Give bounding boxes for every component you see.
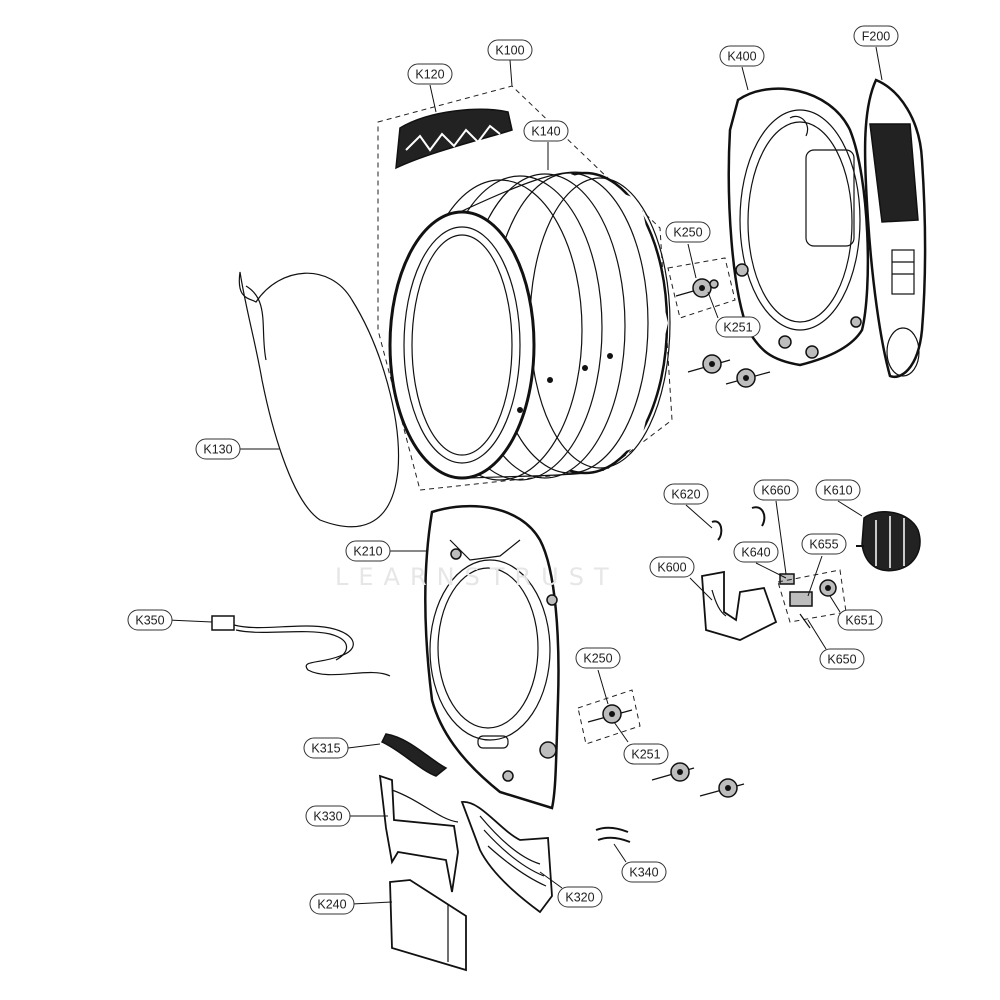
part-k651-k650-idler xyxy=(777,569,847,629)
callout-label: K250 xyxy=(583,652,612,666)
callout-k140: K140 xyxy=(523,120,569,142)
part-k140-drum xyxy=(388,170,671,481)
callout-f200: F200 xyxy=(853,25,899,47)
callout-label: K240 xyxy=(317,898,346,912)
callout-label: K340 xyxy=(629,866,658,880)
watermark-text: LEARNSTRUST xyxy=(335,563,619,591)
callout-label: K620 xyxy=(671,488,700,502)
callout-label: K100 xyxy=(495,44,524,58)
callout-k315: K315 xyxy=(303,737,349,759)
callout-label: K655 xyxy=(809,538,838,552)
part-k640-k655-pulley xyxy=(779,573,813,607)
part-k400-rear-bulkhead xyxy=(727,87,870,367)
callout-label: K315 xyxy=(311,742,340,756)
callout-k240: K240 xyxy=(309,893,355,915)
callout-label: K640 xyxy=(741,546,770,560)
callout-label: K400 xyxy=(727,50,756,64)
callout-k651: K651 xyxy=(837,609,883,631)
callout-label: K130 xyxy=(203,443,232,457)
callout-label: K251 xyxy=(723,321,752,335)
callout-k120: K120 xyxy=(407,63,453,85)
part-k250-roller-upper xyxy=(667,257,736,319)
part-k315-seal xyxy=(380,733,448,777)
callout-k320: K320 xyxy=(557,886,603,908)
part-k330-bracket xyxy=(378,774,459,893)
callout-k650: K650 xyxy=(819,648,865,670)
callout-k250-upper: K250 xyxy=(665,221,711,243)
part-k250-roller-lower xyxy=(577,689,641,745)
callout-label: K320 xyxy=(565,891,594,905)
callout-k330: K330 xyxy=(305,805,351,827)
callout-label: K610 xyxy=(823,484,852,498)
callout-label: K350 xyxy=(135,614,164,628)
callout-k640: K640 xyxy=(733,541,779,563)
callout-k340: K340 xyxy=(621,861,667,883)
callout-k610: K610 xyxy=(815,479,861,501)
part-k350-wire-harness xyxy=(211,615,391,677)
callout-label: K120 xyxy=(415,68,444,82)
part-roller-set-upper xyxy=(687,354,771,388)
callout-k350: K350 xyxy=(127,609,173,631)
callout-label: K250 xyxy=(673,226,702,240)
part-k340-springs xyxy=(595,826,631,843)
callout-k600: K600 xyxy=(649,556,695,578)
part-k120-baffle xyxy=(395,108,513,170)
part-k620-clip xyxy=(711,520,723,541)
callout-k660: K660 xyxy=(753,479,799,501)
callout-label: K660 xyxy=(761,484,790,498)
part-k240-panel xyxy=(389,879,467,972)
leader-lines xyxy=(167,46,883,905)
callout-label: K330 xyxy=(313,810,342,824)
callout-k620: K620 xyxy=(663,483,709,505)
callout-k130: K130 xyxy=(195,438,241,460)
callout-k655: K655 xyxy=(801,533,847,555)
part-k660-clip xyxy=(751,506,766,527)
callout-k251-upper: K251 xyxy=(715,316,761,338)
part-roller-set-lower xyxy=(651,762,745,798)
callout-label: F200 xyxy=(862,30,891,44)
callout-k210: K210 xyxy=(345,540,391,562)
callout-label: K140 xyxy=(531,125,560,139)
part-k610-motor xyxy=(856,511,921,572)
callout-k100: K100 xyxy=(487,39,533,61)
part-k130-felt-seal xyxy=(238,271,400,528)
callout-label: K650 xyxy=(827,653,856,667)
callout-label: K210 xyxy=(353,545,382,559)
part-k210-front-bulkhead xyxy=(424,504,560,810)
part-k320-grille xyxy=(460,801,553,914)
callout-label: K600 xyxy=(657,561,686,575)
callout-k251-lower: K251 xyxy=(623,743,669,765)
callout-label: K251 xyxy=(631,748,660,762)
callout-label: K651 xyxy=(845,614,874,628)
callout-k400: K400 xyxy=(719,45,765,67)
part-k600-motor-mount xyxy=(701,570,778,641)
part-f200-filter-duct xyxy=(863,78,927,379)
callout-k250-lower: K250 xyxy=(575,647,621,669)
